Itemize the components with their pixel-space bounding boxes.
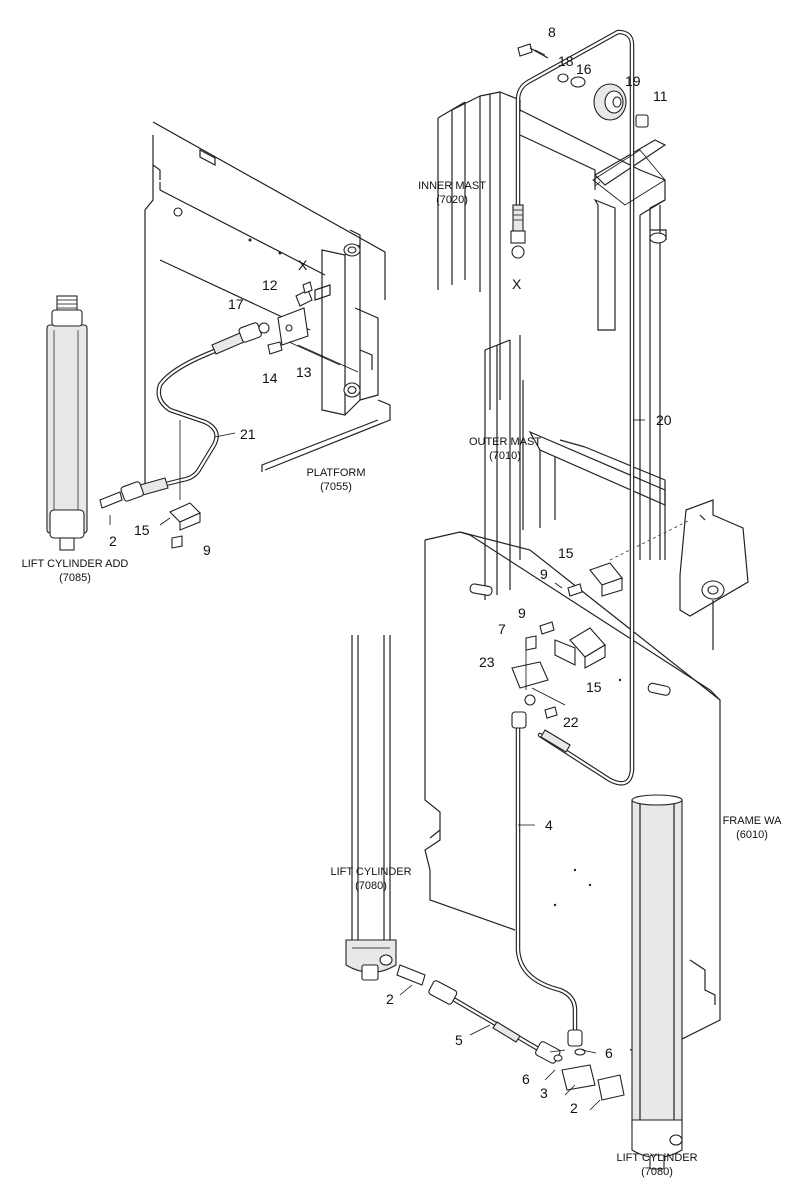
callout-5: 5: [455, 1032, 463, 1048]
callout-2-left: 2: [109, 533, 117, 549]
svg-text:LIFT CYLINDER: LIFT CYLINDER: [616, 1152, 697, 1164]
svg-text:LIFT CYLINDER ADD: LIFT CYLINDER ADD: [22, 558, 129, 570]
hose-4: [511, 711, 583, 1047]
assembly-label-frame: FRAME WA (6010): [723, 815, 783, 841]
callout-7: 7: [498, 621, 506, 637]
callout-16: 16: [576, 61, 592, 77]
assembly-label-inner-mast: INNER MAST (7020): [418, 180, 486, 206]
hose-21: [120, 322, 262, 502]
callout-3: 3: [540, 1085, 548, 1101]
callout-12: 12: [262, 277, 278, 293]
svg-text:(7080): (7080): [355, 880, 387, 892]
svg-text:LIFT CYLINDER: LIFT CYLINDER: [330, 866, 411, 878]
hose-20: [510, 29, 635, 786]
callout-2-right: 2: [570, 1100, 578, 1116]
callout-leaders: [109, 419, 645, 1111]
svg-text:OUTER MAST: OUTER MAST: [469, 436, 541, 448]
callout-18: 18: [558, 53, 574, 69]
svg-text:(6010): (6010): [736, 829, 768, 841]
callout-15-lower: 15: [586, 679, 602, 695]
platform-structure: [144, 121, 391, 490]
callout-4: 4: [545, 817, 553, 833]
outer-mast-structure: [484, 335, 749, 650]
svg-text:PLATFORM: PLATFORM: [306, 467, 365, 479]
callout-6-left: 6: [522, 1071, 530, 1087]
svg-text:(7085): (7085): [59, 572, 91, 584]
callout-20: 20: [656, 412, 672, 428]
callout-15-left: 15: [134, 522, 150, 538]
platform-fittings: [99, 281, 359, 549]
callout-2-center: 2: [386, 991, 394, 1007]
sheave-assembly: [517, 43, 666, 206]
lift-cylinder-add: [46, 295, 88, 551]
callout-19: 19: [625, 73, 641, 89]
svg-text:(7055): (7055): [320, 481, 352, 493]
assembly-label-lift-cylinder-add: LIFT CYLINDER ADD (7085): [22, 558, 129, 584]
callout-13: 13: [296, 364, 312, 380]
inner-mast-structure: [437, 91, 667, 560]
assembly-label-lift-cylinder-center: LIFT CYLINDER (7080): [330, 866, 411, 892]
assembly-label-outer-mast: OUTER MAST (7010): [469, 436, 541, 462]
callout-8: 8: [548, 24, 556, 40]
callout-17: 17: [228, 296, 244, 312]
callout-23: 23: [479, 654, 495, 670]
callout-x-top: X: [512, 276, 522, 292]
callout-numbers: 8 18 16 19 11 X X 12 17 13 14 21 20 2 15…: [109, 24, 672, 1116]
frame-fittings: [396, 562, 625, 1101]
callout-15-upper: 15: [558, 545, 574, 561]
svg-text:(7010): (7010): [489, 450, 521, 462]
callout-9-middle: 9: [518, 605, 526, 621]
svg-text:FRAME WA: FRAME WA: [723, 815, 783, 827]
svg-text:(7020): (7020): [436, 194, 468, 206]
callout-21: 21: [240, 426, 256, 442]
lift-cylinder-right: [631, 794, 683, 1170]
callout-22: 22: [563, 714, 579, 730]
callout-6-right: 6: [605, 1045, 613, 1061]
assembly-label-platform: PLATFORM (7055): [306, 467, 365, 493]
callout-9-left: 9: [203, 542, 211, 558]
hose-5: [428, 980, 561, 1064]
callout-14: 14: [262, 370, 278, 386]
svg-text:INNER MAST: INNER MAST: [418, 180, 486, 192]
callout-9-upper: 9: [540, 566, 548, 582]
callout-11: 11: [653, 88, 668, 104]
assembly-label-lift-cylinder-right: LIFT CYLINDER (7080): [616, 1152, 697, 1178]
svg-text:(7080): (7080): [641, 1166, 673, 1178]
callout-x-left: X: [298, 257, 308, 273]
lift-cylinder-center: [345, 635, 397, 981]
